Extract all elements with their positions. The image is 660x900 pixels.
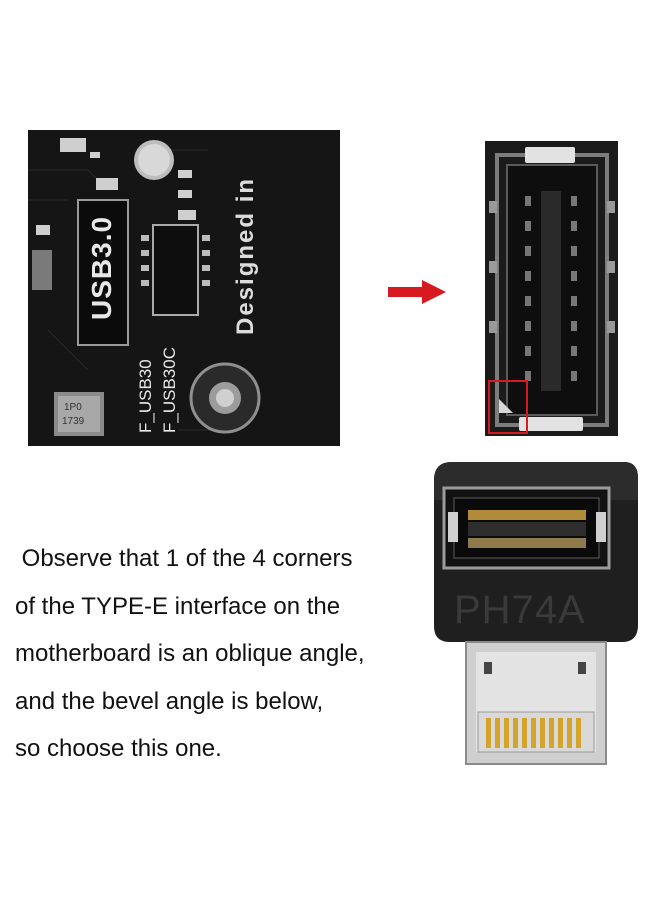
f-usb30c-silkscreen: F_USB30C <box>160 347 179 433</box>
adapter-graphic <box>434 462 638 765</box>
caption-line-4: and the bevel angle is below, <box>15 687 324 715</box>
type-e-header-graphic <box>485 141 618 436</box>
caption-line-5: so choose this one. <box>15 735 222 762</box>
caption-text: Observe that 1 of the 4 corners of the T… <box>15 535 415 773</box>
motherboard-graphic <box>28 130 340 446</box>
adapter-photo: PH74A <box>424 460 640 770</box>
designed-in-text: Designed in <box>232 176 259 335</box>
caption-line-3: motherboard is an oblique angle, <box>15 640 365 667</box>
type-e-header-closeup <box>485 141 618 436</box>
caption-line-1: Observe that 1 of the 4 corners <box>15 545 353 572</box>
adapter-model-label: PH74A <box>454 588 586 632</box>
right-arrow-icon <box>388 280 446 304</box>
caption-line-2: of the TYPE-E interface on the <box>15 592 341 620</box>
motherboard-photo: USB3.0 F_USB30 F_USB30C Designed in 1P0 … <box>28 130 340 446</box>
bevel-corner-highlight <box>488 380 528 434</box>
chip-label-1: 1P0 <box>64 402 82 413</box>
usb30-header-label: USB3.0 <box>86 215 117 320</box>
f-usb30-silkscreen: F_USB30 <box>136 359 155 433</box>
chip-label-2: 1739 <box>62 416 85 427</box>
